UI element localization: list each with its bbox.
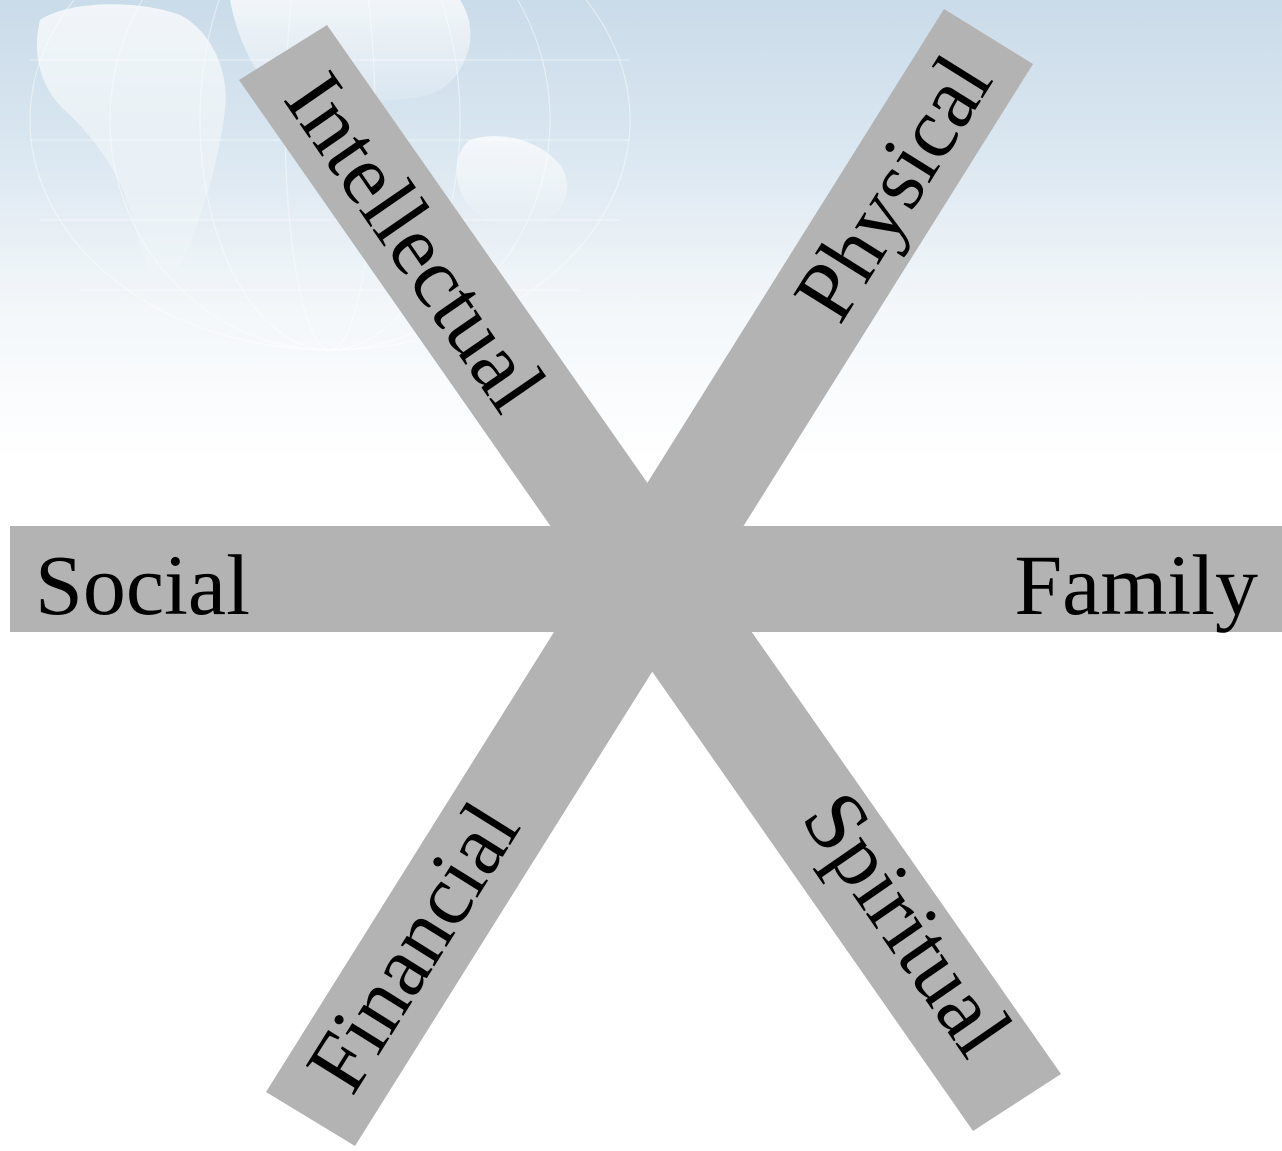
diagonal-bar-physical-financial	[266, 9, 1033, 1146]
label-financial: Financial	[287, 785, 538, 1107]
label-physical: Physical	[774, 39, 1010, 337]
label-social: Social	[35, 537, 250, 633]
label-family: Family	[1014, 537, 1258, 633]
label-intellectual: Intellectual	[267, 55, 566, 428]
